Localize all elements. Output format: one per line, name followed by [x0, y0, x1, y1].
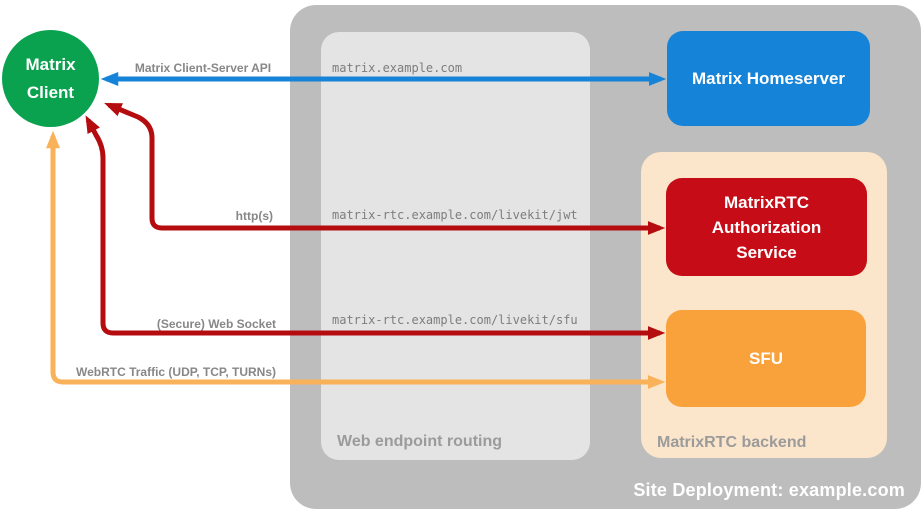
matrixrtc-authorization-service-label: MatrixRTC Authorization Service — [711, 192, 822, 262]
sfu-node: SFU — [666, 310, 866, 407]
client-server-api-arrow-label: Matrix Client-Server API — [134, 61, 272, 75]
https-arrow-label: http(s) — [235, 209, 273, 223]
web-endpoint-routing-container: Web endpoint routing — [321, 32, 590, 460]
matrix-client-label-line1: Matrix — [25, 54, 76, 74]
webrtc-traffic-arrow-label: WebRTC Traffic (UDP, TCP, TURNs) — [75, 365, 276, 379]
endpoint-homeserver-host: matrix.example.com — [332, 61, 463, 75]
sfu-label: SFU — [749, 348, 783, 368]
endpoint-sfu-path: matrix-rtc.example.com/livekit/sfu — [332, 313, 578, 327]
matrix-client-node: Matrix Client — [2, 30, 99, 127]
matrix-client-label-line2: Client — [26, 82, 75, 102]
web-endpoint-routing-label: Web endpoint routing — [337, 433, 503, 450]
matrixrtc-authorization-service-node: MatrixRTC Authorization Service — [666, 178, 867, 276]
matrixrtc-backend-label: MatrixRTC backend — [657, 434, 807, 451]
matrix-homeserver-node: Matrix Homeserver — [667, 31, 870, 126]
websocket-arrow-label: (Secure) Web Socket — [156, 317, 276, 331]
matrix-homeserver-label: Matrix Homeserver — [691, 68, 846, 88]
site-deployment-label: Site Deployment: example.com — [633, 480, 905, 500]
endpoint-jwt-path: matrix-rtc.example.com/livekit/jwt — [332, 208, 578, 222]
